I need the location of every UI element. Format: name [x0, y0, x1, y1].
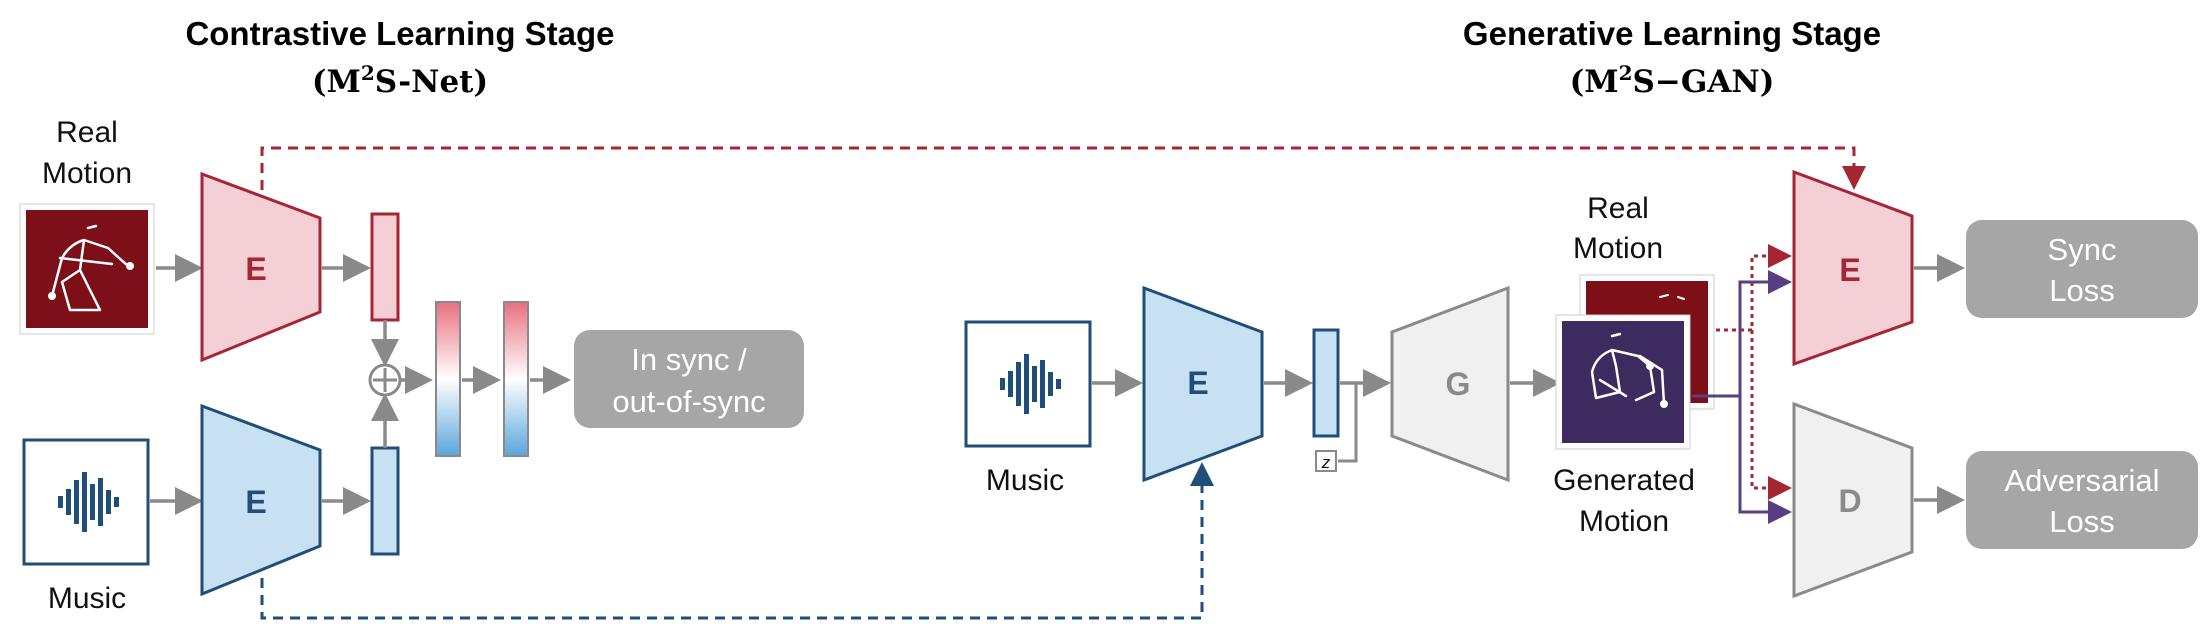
noise-label: z: [1321, 453, 1331, 472]
motion-embedding: [370, 212, 400, 322]
generator-label: G: [1446, 366, 1471, 402]
discriminator-label: D: [1838, 483, 1861, 519]
motion-encoder: E: [200, 171, 322, 363]
generated-motion-label-line2: Motion: [1579, 505, 1669, 538]
music-waveform-icon: [964, 320, 1092, 448]
motion-encoder-label: E: [245, 251, 266, 287]
motion-encoder-share-path: [260, 146, 1866, 190]
gen-real-motion-label-line2: Motion: [1573, 232, 1663, 265]
contrastive-title: Contrastive Learning Stage: [185, 15, 614, 52]
sync-motion-encoder-label: E: [1839, 252, 1860, 288]
fused-feature-2: [503, 301, 529, 457]
fused-feature-1: [435, 301, 461, 457]
music-label-right: Music: [986, 464, 1064, 497]
music-encoder-share-path: [260, 462, 1214, 620]
music-feature-bar: [1312, 328, 1340, 438]
adversarial-loss-line1: Adversarial: [2004, 463, 2159, 498]
circle-plus-icon: [368, 363, 402, 397]
music-embedding: [370, 446, 400, 556]
motion-skeleton-icon: [19, 203, 155, 335]
music-encoder: E: [200, 403, 322, 597]
generative-music-encoder: E: [1142, 285, 1264, 483]
music-waveform-icon: [22, 438, 150, 566]
sync-loss-line1: Sync: [2048, 232, 2117, 267]
motion-skeleton-icon: [1555, 314, 1691, 450]
music-label-left: Music: [48, 582, 126, 615]
real-motion-label-line2: Motion: [42, 157, 132, 190]
adversarial-loss-line2: Loss: [2049, 504, 2114, 539]
sync-output-line1: In sync /: [631, 342, 747, 377]
generated-motion-label-line1: Generated: [1553, 464, 1695, 497]
generative-music-encoder-label: E: [1187, 365, 1208, 401]
sync-loss-line2: Loss: [2049, 273, 2114, 308]
noise-icon: z: [1315, 450, 1337, 472]
music-encoder-label: E: [245, 484, 266, 520]
generator: G: [1390, 285, 1510, 483]
adversarial-loss: Adversarial Loss: [1966, 451, 2198, 549]
discriminator: D: [1792, 401, 1914, 599]
generative-title: Generative Learning Stage: [1463, 15, 1881, 52]
real-motion-label-line1: Real: [56, 116, 118, 149]
sync-motion-encoder: E: [1792, 169, 1914, 367]
gen-real-motion-label-line1: Real: [1587, 192, 1649, 225]
sync-classification-output: In sync / out-of-sync: [574, 330, 804, 428]
sync-loss: Sync Loss: [1966, 220, 2198, 318]
generative-subtitle: (M2S−GAN): [1570, 61, 1775, 100]
sync-output-line2: out-of-sync: [612, 384, 765, 419]
contrastive-subtitle: (M2S-Net): [312, 61, 488, 100]
